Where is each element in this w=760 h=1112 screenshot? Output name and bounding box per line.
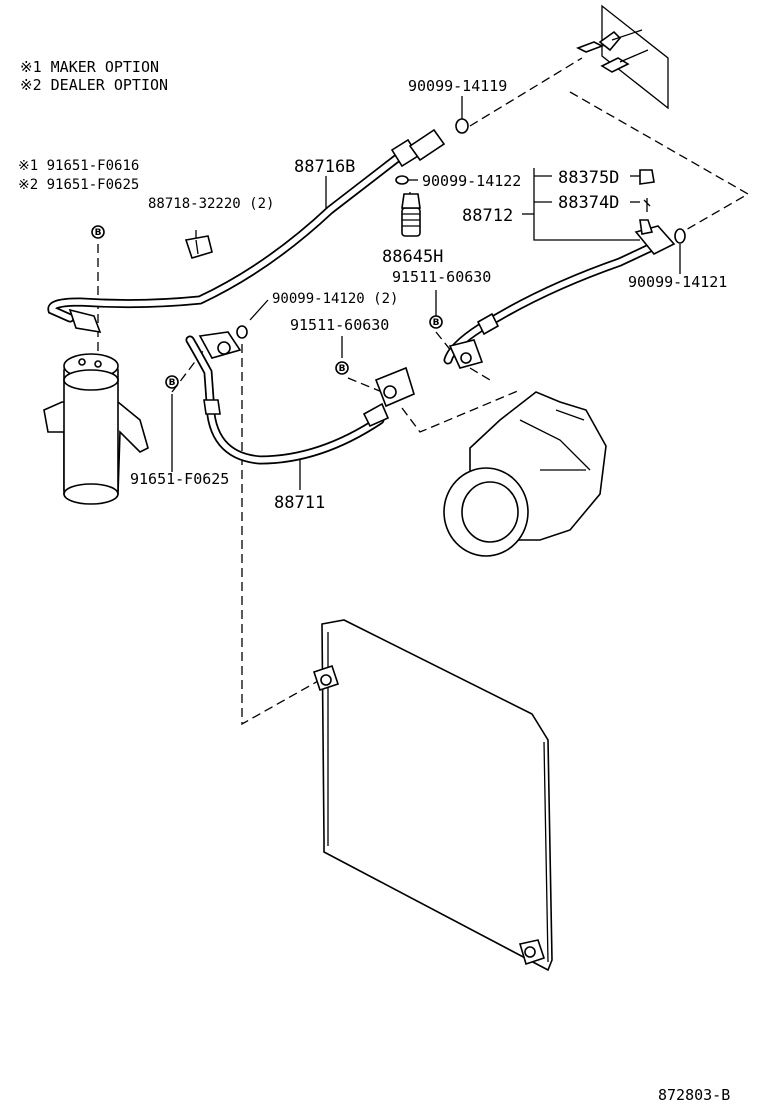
label-90099-14121: 90099-14121 [628, 273, 727, 291]
label-90099-14119: 90099-14119 [408, 77, 507, 95]
connector-line-firewall [469, 57, 583, 127]
o-ring-90099-14119 [455, 118, 469, 134]
bolt-mark-right: B [429, 315, 443, 329]
discharge-hose-88712 [443, 219, 676, 369]
bolt-mark-drier: B [91, 225, 105, 239]
connector-line-bolt-mid [347, 377, 383, 393]
condenser [312, 619, 553, 972]
liquid-tube-88716B [47, 128, 446, 334]
svg-text:B: B [169, 378, 176, 388]
firewall-panel [576, 4, 669, 110]
o-ring-90099-14122 [395, 175, 409, 185]
svg-text:B: B [95, 228, 102, 238]
label-90099-14122: 90099-14122 [422, 172, 521, 190]
label-88375D: 88375D [558, 168, 619, 188]
ac-compressor [443, 391, 607, 557]
label-88711: 88711 [274, 493, 325, 513]
label-91651-F0616: ※1 91651-F0616 [18, 158, 139, 174]
bolt-mark-left: B [165, 375, 179, 389]
label-91651-F0625-dealer: ※2 91651-F0625 [18, 177, 139, 193]
legend-maker-option: ※1 MAKER OPTION [20, 58, 159, 76]
connector-line-firewall-2 [569, 91, 750, 239]
label-88374D: 88374D [558, 193, 619, 213]
label-88718-32220: 88718-32220 (2) [148, 196, 274, 212]
svg-text:B: B [433, 318, 440, 328]
svg-text:B: B [339, 364, 346, 374]
label-91651-F0625: 91651-F0625 [130, 470, 229, 488]
connector-line-compressor [401, 367, 521, 433]
suction-hose-88711 [185, 331, 415, 465]
label-91511-60630-b: 91511-60630 [290, 316, 389, 334]
o-ring-90099-14121 [674, 228, 686, 244]
leader-lines [171, 96, 681, 490]
bolt-mark-mid: B [335, 361, 349, 375]
valve-core-88374D [643, 198, 651, 212]
pressure-switch-88645H [401, 193, 421, 237]
diagram-code: 872803-B [658, 1086, 730, 1104]
connector-line-condenser [241, 344, 321, 726]
label-90099-14120: 90099-14120 (2) [272, 291, 398, 307]
valve-cap-88375D [639, 169, 655, 185]
label-91511-60630-a: 91511-60630 [392, 268, 491, 286]
label-88712: 88712 [462, 206, 513, 226]
clamp-88718-32220 [184, 235, 213, 259]
label-88645H: 88645H [382, 247, 443, 267]
connector-line-bolt-left [171, 341, 211, 393]
label-88716B: 88716B [294, 157, 355, 177]
receiver-drier [43, 353, 149, 505]
legend-dealer-option: ※2 DEALER OPTION [20, 76, 168, 94]
o-ring-90099-14120 [236, 325, 248, 339]
